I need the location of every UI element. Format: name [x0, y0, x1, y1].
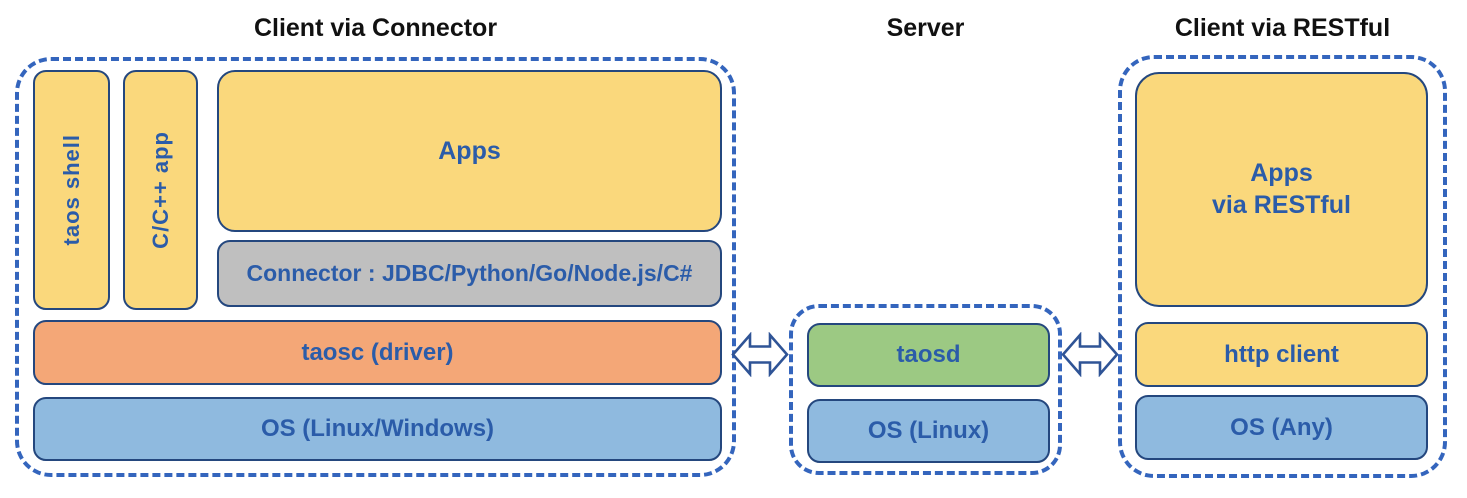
server-group	[789, 304, 1062, 475]
os-any-box: OS (Any)	[1135, 395, 1428, 460]
left-right-arrow-icon	[1061, 332, 1119, 377]
apps-via-restful-label-line1: Apps	[1250, 159, 1313, 188]
taosc-driver-box: taosc (driver)	[33, 320, 722, 385]
apps-via-restful-box: Apps via RESTful	[1135, 72, 1428, 307]
taos-shell-box: taos shell	[33, 70, 110, 310]
http-client-box: http client	[1135, 322, 1428, 387]
os-linux-box: OS (Linux)	[807, 399, 1050, 463]
os-any-label: OS (Any)	[1230, 413, 1333, 441]
client-connector-title: Client via Connector	[253, 14, 498, 42]
os-linux-label: OS (Linux)	[867, 417, 990, 444]
client-restful-group	[1118, 55, 1447, 478]
taosd-label: taosd	[896, 341, 961, 368]
taosc-driver-label: taosc (driver)	[301, 338, 454, 366]
server-title: Server	[886, 14, 965, 42]
os-linux-windows-label: OS (Linux/Windows)	[260, 415, 495, 442]
connector-label: Connector : JDBC/Python/Go/Node.js/C#	[246, 260, 693, 286]
taosd-box: taosd	[807, 323, 1050, 387]
taos-shell-label: taos shell	[58, 134, 84, 246]
c-cpp-app-box: C/C++ app	[123, 70, 198, 310]
left-right-arrow-icon	[731, 332, 789, 377]
connector-box: Connector : JDBC/Python/Go/Node.js/C#	[217, 240, 722, 307]
apps-via-restful-label-line2: via RESTful	[1212, 190, 1351, 219]
apps-box: Apps	[217, 70, 722, 232]
c-cpp-app-label: C/C++ app	[147, 131, 173, 249]
client-connector-group	[15, 57, 736, 477]
client-restful-title: Client via RESTful	[1174, 14, 1391, 42]
http-client-label: http client	[1224, 340, 1339, 368]
os-linux-windows-box: OS (Linux/Windows)	[33, 397, 722, 461]
apps-label: Apps	[438, 136, 501, 165]
